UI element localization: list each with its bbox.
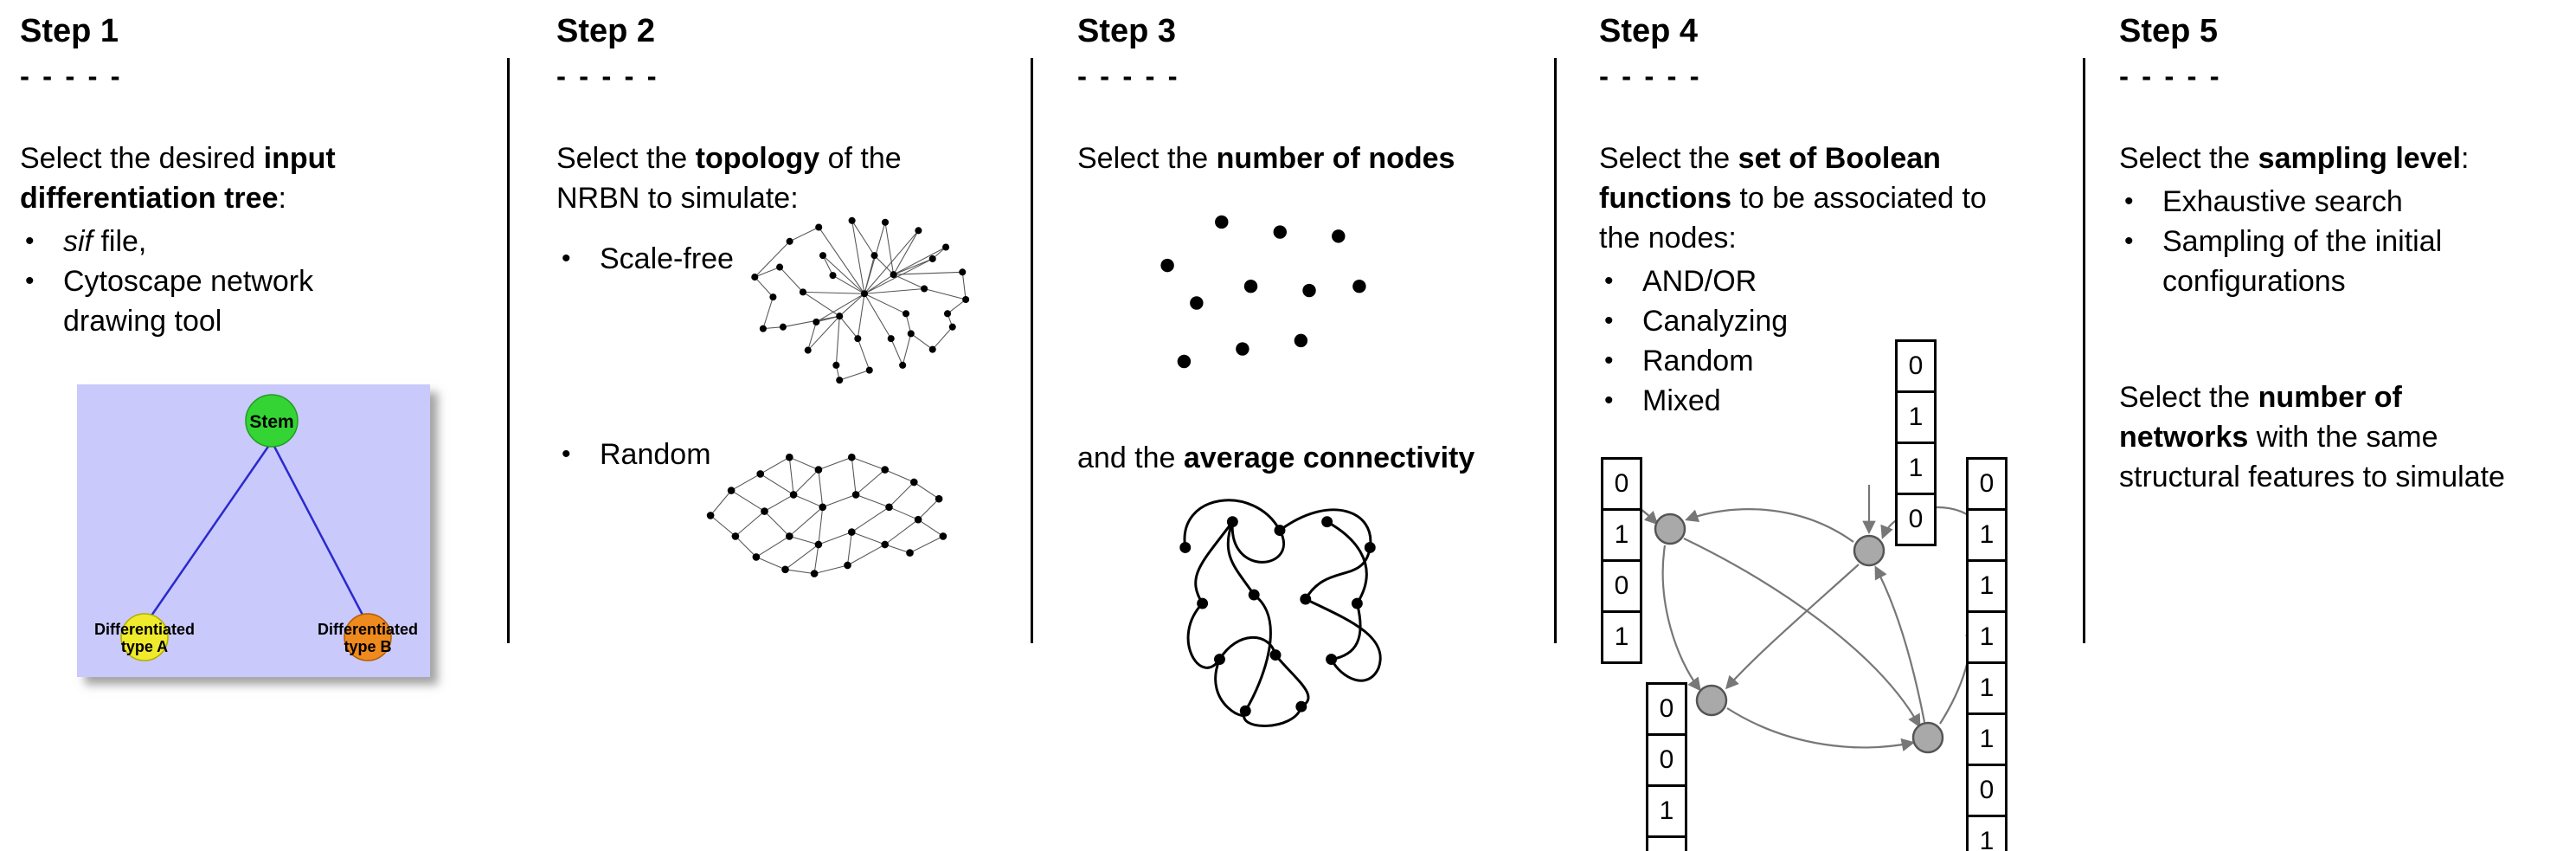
- differentiation-tree-image: Stem Differentiated type A Differentiate…: [77, 384, 430, 677]
- type-b-node: [344, 613, 392, 661]
- bullet-marker: •: [562, 440, 571, 468]
- column-divider: [1031, 58, 1033, 643]
- bullet-item-canalyzing: • Canalyzing: [1599, 301, 2071, 341]
- column-divider: [2083, 58, 2085, 643]
- bullet-item-random: • Random: [556, 435, 747, 474]
- step-5-intro: Select the sampling level:: [2119, 142, 2470, 175]
- tree-edge-stem-to-a: [148, 441, 273, 619]
- truth-table-cell: 0: [1966, 764, 2007, 817]
- step-1-intro: Select the desired input differentiation…: [20, 142, 336, 215]
- bullet-marker: •: [25, 267, 35, 295]
- truth-table-cell: 0: [1895, 339, 1937, 393]
- network-node: [1695, 684, 1728, 717]
- tree-edge-stem-to-b: [270, 441, 366, 619]
- truth-table-cell: 0: [1966, 457, 2007, 511]
- step-3-column: Step 3 - - - - - Select the number of no…: [1077, 12, 1562, 727]
- type-a-node: [120, 613, 169, 661]
- step-5-paragraph-2: Select the number of networks with the s…: [2119, 381, 2505, 493]
- network-node: [1654, 513, 1686, 545]
- truth-table-cell: 0: [1646, 835, 1687, 851]
- truth-table-cell: 1: [1966, 661, 2007, 715]
- step-5-bullet-list: • Exhaustive search • Sampling of the in…: [2119, 182, 2560, 301]
- step-4-dashes: - - - - -: [1599, 60, 1702, 92]
- type-a-label-line2: type A: [121, 638, 168, 655]
- bullet-marker: •: [2124, 187, 2134, 216]
- step-5-title: Step 5: [2119, 13, 2219, 49]
- step-1-dashes: - - - - -: [20, 60, 123, 92]
- differentiation-tree-graphic: Stem Differentiated type A Differentiate…: [94, 394, 418, 661]
- truth-table-cell: 1: [1966, 559, 2007, 613]
- step-3-line2: and the average connectivity: [1077, 442, 1475, 474]
- bullet-item-cytoscape: • Cytoscape network drawing tool: [20, 261, 427, 341]
- connectivity-tangle-graphic: [1179, 499, 1382, 727]
- bullet-marker: •: [2124, 227, 2134, 255]
- step-4-title: Step 4: [1599, 13, 1699, 49]
- random-network-graphic: [706, 453, 948, 577]
- step-4-intro: Select the set of Boolean functions to b…: [1599, 142, 1987, 255]
- bullet-item-scale-free: • Scale-free: [556, 239, 747, 279]
- type-b-label-line1: Differentiated: [318, 621, 418, 638]
- truth-table-cell: 0: [1601, 559, 1642, 613]
- truth-table-cell: 0: [1646, 682, 1687, 736]
- bullet-marker: •: [1604, 346, 1614, 375]
- truth-table-cell: 1: [1646, 784, 1687, 838]
- bullet-marker: •: [1604, 267, 1614, 295]
- truth-table-cell: 1: [1966, 610, 2007, 664]
- bullet-item-and-or: • AND/OR: [1599, 261, 2071, 301]
- boolean-network-nodes: [1654, 513, 1944, 754]
- truth-table-cell: 1: [1895, 442, 1937, 495]
- step-2-intro: Select the topology of the NRBN to simul…: [556, 142, 902, 215]
- scale-free-network-graphic: [751, 216, 970, 384]
- bullet-marker: •: [25, 227, 35, 255]
- nodes-dots-graphic: [1160, 215, 1366, 369]
- truth-table-left: 0 1 0 1: [1601, 457, 1642, 664]
- step-5-dashes: - - - - -: [2119, 60, 2222, 92]
- truth-table-top: 0 1 1 0: [1895, 339, 1937, 546]
- truth-table-cell: 1: [1966, 712, 2007, 766]
- step-1-title: Step 1: [20, 13, 119, 49]
- column-divider: [507, 58, 510, 643]
- truth-table-cell: 1: [1601, 508, 1642, 562]
- column-divider: [1554, 58, 1557, 643]
- boolean-network-graphic: [1635, 485, 1979, 754]
- stem-node-label: Stem: [249, 412, 293, 432]
- step-3-line1: Select the number of nodes: [1077, 142, 1455, 175]
- truth-table-cell: 1: [1895, 390, 1937, 444]
- truth-table-cell: 0: [1646, 733, 1687, 787]
- boolean-network-arrows: [1635, 485, 1979, 751]
- truth-table-cell: 1: [1966, 508, 2007, 562]
- truth-table-right: 0 1 1 1 1 1 0 1: [1966, 457, 2007, 851]
- step-4-bullet-list: • AND/OR • Canalyzing • Random • Mixed: [1599, 261, 2071, 421]
- bullet-item-random-fn: • Random: [1599, 341, 2071, 381]
- truth-table-cell: 0: [1895, 493, 1937, 546]
- step-5-column: Step 5 - - - - - Select the sampling lev…: [2119, 12, 2560, 497]
- truth-table-cell: 1: [1966, 815, 2007, 851]
- step-2-column: Step 2 - - - - - Select the topology of …: [556, 12, 1015, 577]
- truth-table-bottom: 0 0 1 0: [1646, 682, 1687, 851]
- network-node: [1853, 534, 1885, 567]
- tree-edges: [148, 441, 366, 619]
- bullet-item-exhaustive: • Exhaustive search: [2119, 182, 2560, 222]
- stem-node: [245, 394, 299, 448]
- step-3-title: Step 3: [1077, 13, 1177, 49]
- step-2-title: Step 2: [556, 13, 656, 49]
- step-2-dashes: - - - - -: [556, 60, 659, 92]
- bullet-marker: •: [1604, 306, 1614, 335]
- type-a-label-line1: Differentiated: [94, 621, 195, 638]
- bullet-item-sif-file: • sif file,: [20, 222, 427, 261]
- step-3-dashes: - - - - -: [1077, 60, 1180, 92]
- bullet-item-sampling: • Sampling of the initial configurations: [2119, 222, 2560, 301]
- step-1-bullet-list: • sif file, • Cytoscape network drawing …: [20, 222, 427, 341]
- truth-table-cell: 1: [1601, 610, 1642, 664]
- network-node: [1911, 721, 1944, 754]
- step-1-column: Step 1 - - - - - Select the desired inpu…: [20, 12, 430, 677]
- truth-table-cell: 0: [1601, 457, 1642, 511]
- type-b-label-line2: type B: [344, 638, 391, 655]
- bullet-marker: •: [1604, 386, 1614, 415]
- step-4-column: Step 4 - - - - - Select the set of Boole…: [1599, 12, 2071, 851]
- bullet-marker: •: [562, 244, 571, 273]
- bullet-item-mixed: • Mixed: [1599, 381, 2071, 421]
